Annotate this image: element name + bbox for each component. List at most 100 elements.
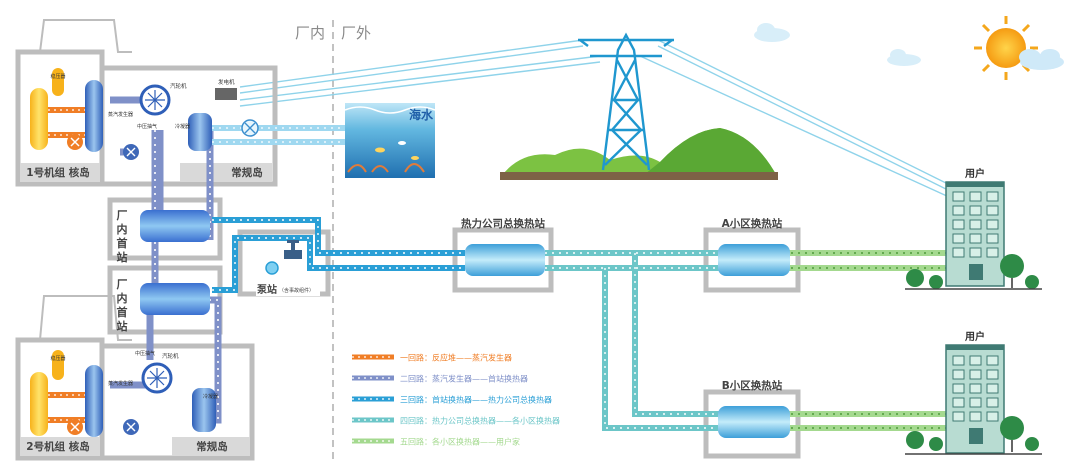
building-window bbox=[952, 191, 965, 202]
user-building-2 bbox=[945, 344, 1005, 454]
head-station-2-label-a: 厂 bbox=[117, 278, 128, 291]
building-window bbox=[986, 205, 999, 216]
zone-b-label: B小区换热站 bbox=[722, 379, 783, 392]
reactor-pump-blade bbox=[70, 422, 80, 432]
unit2-turbine-label: 汽轮机 bbox=[162, 352, 179, 360]
unit1-condenser bbox=[188, 113, 212, 151]
zone-b-frame bbox=[703, 389, 801, 459]
building-window bbox=[969, 411, 982, 422]
building-window bbox=[969, 233, 982, 244]
building-window bbox=[969, 191, 982, 202]
svg-text:站: 站 bbox=[117, 319, 128, 333]
unit1-condenser-label: 冷凝器 bbox=[175, 123, 190, 130]
building-window bbox=[986, 191, 999, 202]
zone-a-frame bbox=[703, 227, 801, 293]
zone-a-exchanger bbox=[718, 244, 790, 276]
legend-item-label: 三回路：首站换热器——热力公司总换热器 bbox=[400, 395, 552, 405]
valve-icon bbox=[284, 240, 302, 259]
building-window bbox=[986, 247, 999, 258]
unit1-turbine bbox=[139, 84, 171, 116]
building-window bbox=[952, 233, 965, 244]
unit1-turbine-label: 汽轮机 bbox=[170, 82, 187, 90]
unit2-mp-label: 中压抽气 bbox=[135, 350, 155, 357]
building-window bbox=[969, 355, 982, 366]
zone-a-label: A小区换热站 bbox=[722, 217, 783, 230]
head-station-2-exchanger bbox=[140, 283, 210, 315]
building-window bbox=[986, 411, 999, 422]
head-station-1-frame bbox=[107, 197, 223, 261]
svg-text:首: 首 bbox=[117, 236, 128, 250]
head-station-1-exchanger bbox=[140, 210, 210, 242]
pump-station-label-bg bbox=[256, 284, 320, 296]
head-station-1-label-a: 厂 bbox=[117, 209, 128, 222]
loop4-flow-marks bbox=[545, 252, 720, 429]
unit1-mp-label: 中压抽气 bbox=[137, 123, 157, 130]
reactor-pump-blade bbox=[70, 137, 80, 147]
unit2-label: 2号机组 核岛 bbox=[26, 440, 89, 453]
svg-text:内: 内 bbox=[117, 291, 128, 305]
zone-b-exchanger bbox=[718, 406, 790, 438]
seawater-panel bbox=[344, 103, 436, 178]
unit2-steamgen-label: 蒸汽发生器 bbox=[108, 380, 133, 387]
building-window bbox=[952, 397, 965, 408]
seawater-pipe bbox=[212, 125, 345, 145]
cloud-icon bbox=[754, 23, 790, 42]
building-window bbox=[986, 383, 999, 394]
unit2-condenser-label: 冷凝器 bbox=[203, 393, 218, 400]
unit1-conv-label: 常规岛 bbox=[231, 166, 263, 179]
cloud-icon bbox=[1019, 49, 1064, 70]
building-window bbox=[969, 369, 982, 380]
sun-icon bbox=[974, 16, 1038, 80]
power-tower-icon bbox=[578, 32, 674, 171]
legend-item-label: 一回路：反应堆——蒸汽发生器 bbox=[400, 353, 512, 363]
zone-inside-label: 厂内 bbox=[295, 24, 325, 42]
legend-item-label: 四回路：热力公司总换热器——各小区换热器 bbox=[400, 416, 560, 426]
loop4-pipes bbox=[545, 250, 720, 431]
building-door bbox=[969, 264, 983, 280]
unit2-pressurizer-label: 稳压器 bbox=[50, 355, 65, 362]
svg-text:站: 站 bbox=[117, 250, 128, 264]
svg-text:首: 首 bbox=[117, 305, 128, 319]
heat-company-frame bbox=[452, 227, 554, 293]
building-window bbox=[969, 397, 982, 408]
building-window bbox=[986, 355, 999, 366]
zone-outside-label: 厂外 bbox=[341, 24, 371, 42]
building-window bbox=[952, 355, 965, 366]
building-window bbox=[969, 219, 982, 230]
building-window bbox=[969, 247, 982, 258]
legend-item-label: 五回路：各小区换热器——用户家 bbox=[400, 437, 520, 447]
svg-text:内: 内 bbox=[117, 222, 128, 236]
building-window bbox=[952, 411, 965, 422]
building-window bbox=[952, 205, 965, 216]
building-window bbox=[952, 219, 965, 230]
building-window bbox=[969, 205, 982, 216]
unit2-reactor bbox=[30, 350, 103, 437]
building-window bbox=[952, 369, 965, 380]
building-door bbox=[969, 428, 983, 444]
unit2-conv-label: 常规岛 bbox=[196, 440, 228, 453]
landscape bbox=[500, 128, 778, 180]
generator-icon bbox=[215, 88, 237, 100]
building-window bbox=[986, 397, 999, 408]
zone-inner-loops bbox=[734, 252, 786, 429]
heat-company-label: 热力公司总换热站 bbox=[461, 217, 545, 230]
generator-label: 发电机 bbox=[218, 78, 235, 86]
building-window bbox=[986, 219, 999, 230]
loop3-flow-marks bbox=[212, 219, 465, 291]
user-building-1 bbox=[945, 181, 1005, 287]
building-window bbox=[986, 233, 999, 244]
unit1-steamgen-label: 蒸汽发生器 bbox=[108, 111, 133, 118]
user-2-label: 用户 bbox=[964, 330, 985, 343]
power-lines bbox=[239, 39, 961, 203]
building-window bbox=[986, 369, 999, 380]
unit1-pressurizer-label: 稳压器 bbox=[50, 73, 65, 80]
unit1-label: 1号机组 核岛 bbox=[26, 166, 89, 179]
loop5-flow-marks bbox=[735, 252, 960, 429]
unit2-condenser bbox=[192, 388, 216, 432]
tree-icon bbox=[906, 254, 1039, 451]
unit1-reactor bbox=[30, 68, 103, 152]
cloud-icon bbox=[887, 49, 921, 66]
loop5-pipes bbox=[735, 250, 960, 431]
